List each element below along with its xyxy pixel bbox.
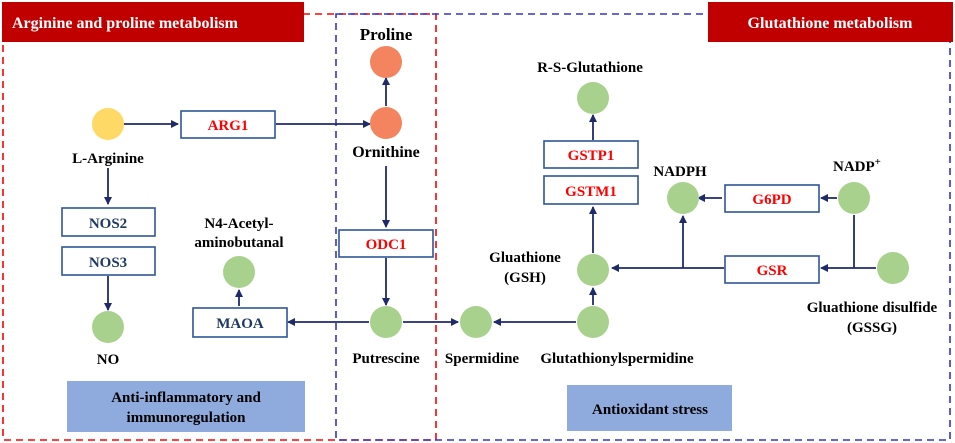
- enzyme-nos2-label: NOS2: [89, 216, 127, 232]
- label-gsh-line1: Gluathione: [489, 250, 561, 266]
- node-gssg: [877, 252, 909, 284]
- enzyme-gstp1: GSTP1: [543, 140, 639, 169]
- anti-inflammatory-line2: immunoregulation: [127, 410, 247, 426]
- glutathione-frame: [335, 13, 951, 441]
- label-n4-line2: aminobutanal: [194, 235, 283, 251]
- enzyme-g6pd: G6PD: [724, 184, 820, 213]
- enzyme-maoa-label: MAOA: [216, 316, 264, 332]
- enzyme-arg1-label: ARG1: [208, 118, 249, 134]
- enzyme-g6pd-label: G6PD: [752, 192, 791, 208]
- label-ornithine: Ornithine: [352, 144, 420, 161]
- node-l-arginine: [92, 108, 124, 140]
- label-glutathionylspermidine: Glutathionylspermidine: [540, 351, 694, 367]
- right-header-box: [708, 2, 953, 42]
- enzyme-gstm1-label: GSTM1: [565, 184, 617, 200]
- label-r-s-glutathione: R-S-Glutathione: [537, 60, 643, 76]
- label-gssg-line1: Gluathione disulfide: [807, 300, 938, 316]
- node-spermidine: [460, 306, 492, 338]
- label-no: NO: [97, 352, 120, 368]
- label-n4-line1: N4-Acetyl-: [204, 216, 273, 232]
- label-proline: Proline: [360, 25, 413, 44]
- right-header-title: Glutathione metabolism: [748, 15, 914, 32]
- antioxidant-stress-label: Antioxidant stress: [592, 402, 708, 418]
- label-gsh-line2: (GSH): [504, 270, 546, 286]
- enzyme-gstp1-label: GSTP1: [568, 148, 615, 164]
- enzyme-gsr: GSR: [724, 255, 820, 284]
- enzyme-gstm1: GSTM1: [543, 175, 639, 205]
- enzyme-odc1: ODC1: [338, 229, 434, 258]
- node-proline: [370, 46, 402, 78]
- label-spermidine: Spermidine: [445, 351, 520, 367]
- label-l-arginine: L-Arginine: [72, 151, 144, 167]
- antioxidant-stress-box: [567, 385, 732, 431]
- node-putrescine: [370, 306, 402, 338]
- enzyme-nos2: NOS2: [61, 207, 156, 237]
- label-putrescine: Putrescine: [352, 351, 420, 367]
- node-n4-acetyl: [223, 256, 255, 288]
- node-no: [92, 311, 124, 343]
- node-nadph: [667, 182, 699, 214]
- label-nadp-superscript: +: [875, 156, 881, 168]
- enzyme-maoa: MAOA: [192, 307, 288, 338]
- enzyme-nos3: NOS3: [61, 246, 156, 276]
- enzyme-odc1-label: ODC1: [366, 237, 407, 253]
- pathway-edges: [104, 77, 876, 326]
- node-r-s-glutathione: [577, 82, 609, 114]
- anti-inflammatory-line1: Anti-inflammatory and: [111, 390, 261, 406]
- enzyme-gsr-label: GSR: [757, 263, 788, 279]
- enzyme-arg1: ARG1: [180, 110, 276, 139]
- node-gsh: [577, 254, 609, 286]
- enzyme-nos3-label: NOS3: [89, 255, 127, 271]
- left-header-title: Arginine and proline metabolism: [12, 15, 239, 32]
- label-nadph: NADPH: [653, 164, 707, 180]
- node-nadp: [838, 182, 870, 214]
- node-ornithine: [370, 107, 402, 139]
- anti-inflammatory-box: [67, 381, 305, 432]
- left-header-box: [2, 2, 304, 42]
- label-gssg-line2: (GSSG): [847, 320, 897, 336]
- node-glutathionylspermidine: [577, 306, 609, 338]
- label-nadp: NADP+: [833, 156, 881, 175]
